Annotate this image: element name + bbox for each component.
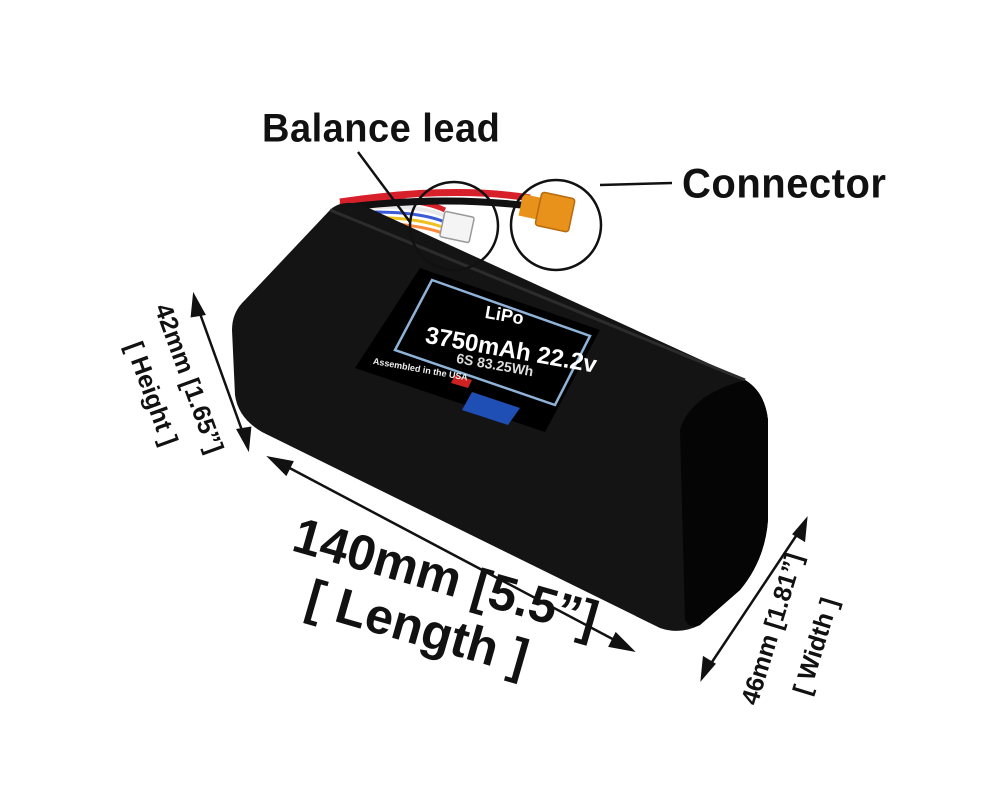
usa-flag-icon: [451, 375, 472, 388]
label-border: [393, 278, 592, 407]
balance-plug: [439, 210, 475, 244]
battery-end-cap: [680, 380, 768, 627]
balance-lead-label: Balance lead: [262, 106, 501, 152]
connector-label: Connector: [682, 160, 887, 208]
connector-circle: [509, 178, 603, 272]
balance-lead-leader: [356, 151, 412, 223]
connector-leader: [599, 181, 673, 187]
battery-top-highlight: [329, 208, 746, 382]
length-arrow: [266, 456, 636, 652]
width-arrow: [700, 516, 808, 682]
height-arrow: [190, 291, 252, 453]
xt-connector: [518, 191, 576, 233]
balance-lead-circle: [408, 180, 500, 272]
logo-icon: [462, 392, 520, 425]
